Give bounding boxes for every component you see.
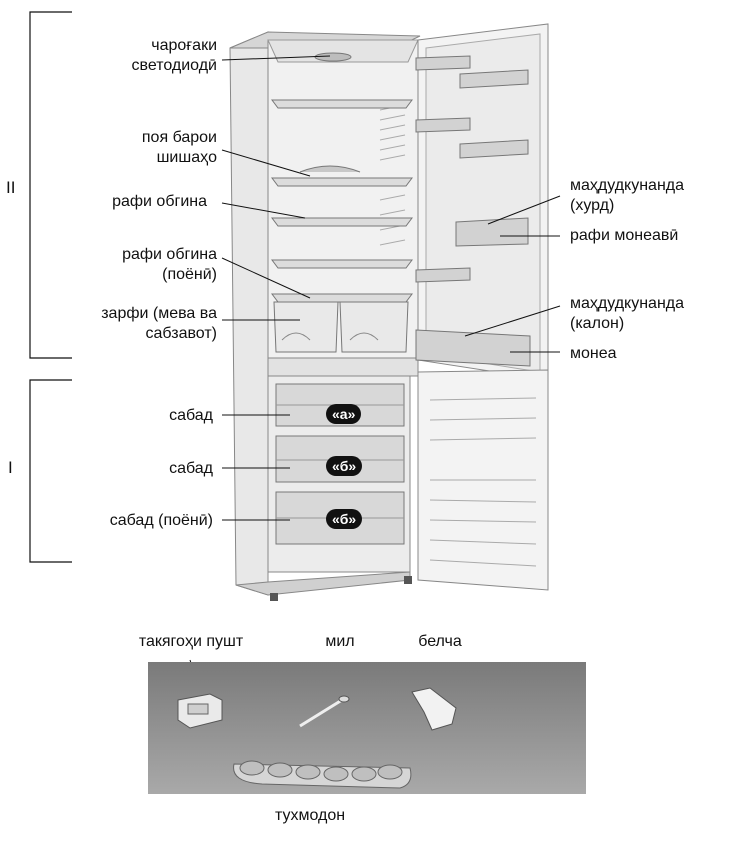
label-ice-tray-holder: такягоҳи пушт bbox=[138, 633, 244, 650]
badge-basket-b: «б» bbox=[326, 456, 363, 476]
label-led-lamp: чароғаки светодиодӣ bbox=[131, 37, 217, 74]
freezer-door bbox=[417, 369, 549, 591]
section-bracket-upper bbox=[29, 11, 72, 359]
label-basket-a: сабад bbox=[169, 407, 213, 424]
leader-lines bbox=[189, 55, 561, 792]
label-barrier: монеа bbox=[570, 345, 617, 362]
section-label-lower: I bbox=[8, 458, 13, 477]
label-limiter-large: маҳдудкунанда (калон) bbox=[570, 295, 685, 332]
fridge-door bbox=[415, 23, 549, 381]
section-label-upper: II bbox=[6, 178, 16, 197]
label-rod: мил bbox=[325, 633, 355, 650]
badge-basket-bottom: «б» bbox=[326, 509, 363, 529]
scraper-image bbox=[411, 687, 457, 731]
accessories-panel bbox=[148, 662, 586, 794]
label-scraper: белча bbox=[418, 633, 462, 650]
badge-basket-a: «а» bbox=[326, 404, 362, 424]
section-bracket-lower bbox=[29, 379, 72, 563]
egg-tray-image bbox=[233, 760, 412, 789]
label-veg-box: зарфи (мева ва сабзавот) bbox=[101, 305, 217, 342]
label-basket-bottom: сабад (поёнӣ) bbox=[109, 512, 213, 529]
label-glass-shelf: рафи обгина bbox=[112, 193, 207, 210]
rod-image bbox=[299, 695, 350, 728]
label-basket-b: сабад bbox=[169, 460, 213, 477]
label-coin-shelf: рафи монеавӣ bbox=[570, 227, 679, 244]
label-glass-shelf-bottom: рафи обгина (поёнӣ) bbox=[122, 246, 217, 283]
label-egg-tray: тухмодон bbox=[274, 807, 346, 824]
label-bottle-holder: поя барои шишаҳо bbox=[141, 129, 217, 166]
label-limiter-small: маҳдудкунанда (хурд) bbox=[570, 177, 685, 214]
ice-tray-holder-image bbox=[177, 693, 223, 729]
fridge-body bbox=[229, 31, 421, 601]
